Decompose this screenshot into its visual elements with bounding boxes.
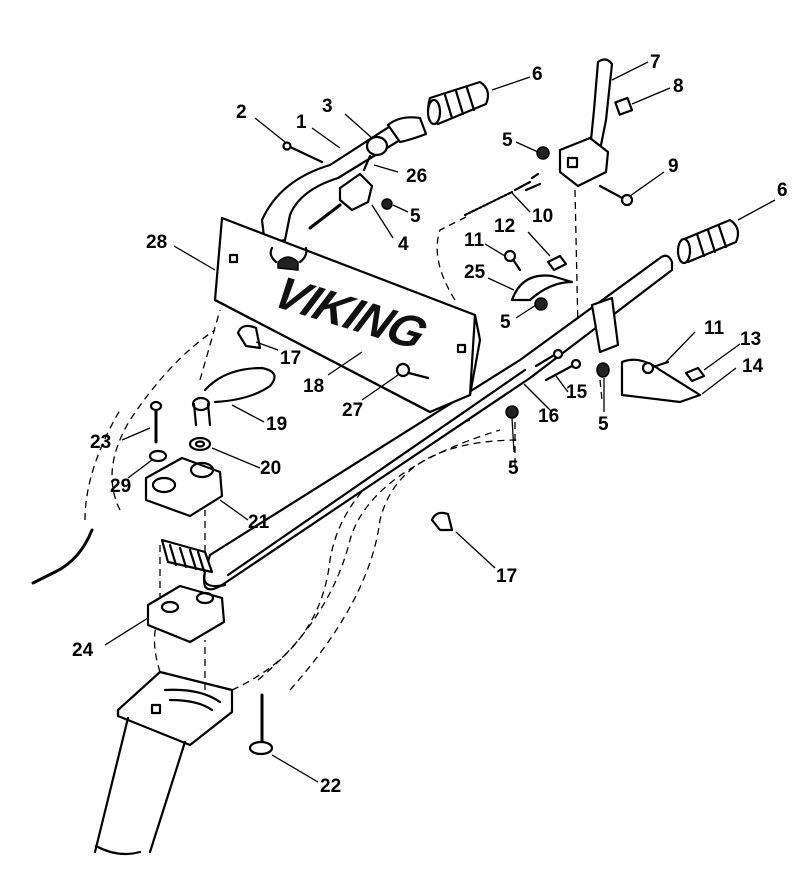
callout-15: 15: [566, 382, 588, 403]
callout-21: 21: [248, 512, 270, 533]
callout-14: 14: [742, 356, 764, 377]
grip-right: [676, 218, 740, 265]
callout-11a: 11: [464, 230, 485, 251]
callout-4: 4: [398, 234, 409, 255]
callout-16: 16: [538, 406, 559, 427]
leader-lines: [104, 61, 776, 783]
lower-grip: [160, 538, 214, 574]
callout-8: 8: [673, 76, 684, 97]
callout-5b: 5: [502, 130, 513, 151]
small-parts: [144, 135, 706, 756]
callout-labels: 1 2 3 4 5 5 5 5 5 6 6 7 8 9 10 11 11 12 …: [72, 52, 788, 797]
callout-25: 25: [464, 262, 486, 283]
callout-22: 22: [320, 776, 341, 797]
viking-helmet-icon: [269, 246, 308, 271]
callout-3: 3: [322, 96, 333, 117]
callout-1: 1: [296, 112, 307, 133]
callout-2: 2: [236, 102, 247, 123]
column-and-plate: [93, 670, 234, 856]
callout-10: 10: [532, 206, 553, 227]
callout-27: 27: [342, 400, 363, 421]
callout-20: 20: [260, 458, 281, 479]
cable-end: [31, 528, 94, 585]
callout-28: 28: [146, 232, 167, 253]
callout-5a: 5: [410, 206, 421, 227]
callout-9: 9: [668, 156, 679, 177]
callout-17b: 17: [496, 566, 517, 587]
callout-6a: 6: [532, 64, 543, 85]
grip-top: [426, 80, 490, 126]
callout-5e: 5: [508, 458, 519, 479]
callout-24: 24: [72, 640, 94, 661]
callout-7: 7: [650, 52, 661, 73]
callout-12: 12: [494, 216, 515, 237]
callout-19: 19: [266, 414, 287, 435]
callout-17a: 17: [280, 348, 301, 369]
callout-5c: 5: [500, 312, 511, 333]
lever-7: [558, 58, 614, 188]
callout-29: 29: [110, 476, 131, 497]
callout-13: 13: [740, 329, 761, 350]
callout-6b: 6: [777, 180, 788, 201]
part-8: [614, 96, 634, 116]
callout-11b: 11: [704, 318, 725, 339]
callout-23: 23: [90, 432, 111, 453]
callout-18: 18: [303, 376, 324, 397]
callout-26: 26: [406, 166, 427, 187]
callout-5d: 5: [598, 414, 609, 435]
cover-plate: VIKING: [213, 216, 482, 414]
